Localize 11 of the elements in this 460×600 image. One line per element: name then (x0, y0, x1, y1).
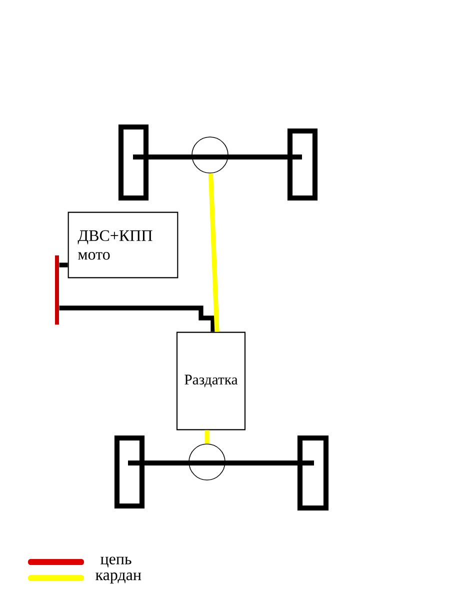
shaft-line (59, 306, 216, 332)
unit-box: ДВС+КПП мото (68, 212, 178, 278)
legend-label: цепь (100, 556, 132, 568)
differential-circle (192, 136, 228, 174)
legend-label: кардан (96, 572, 142, 584)
differential-circle (188, 444, 226, 480)
sprocket-bar (55, 255, 59, 325)
shaft-line (59, 262, 68, 268)
shaft-line (204, 430, 210, 444)
unit-box: Раздатка (176, 332, 246, 430)
shaft-line (208, 173, 220, 332)
